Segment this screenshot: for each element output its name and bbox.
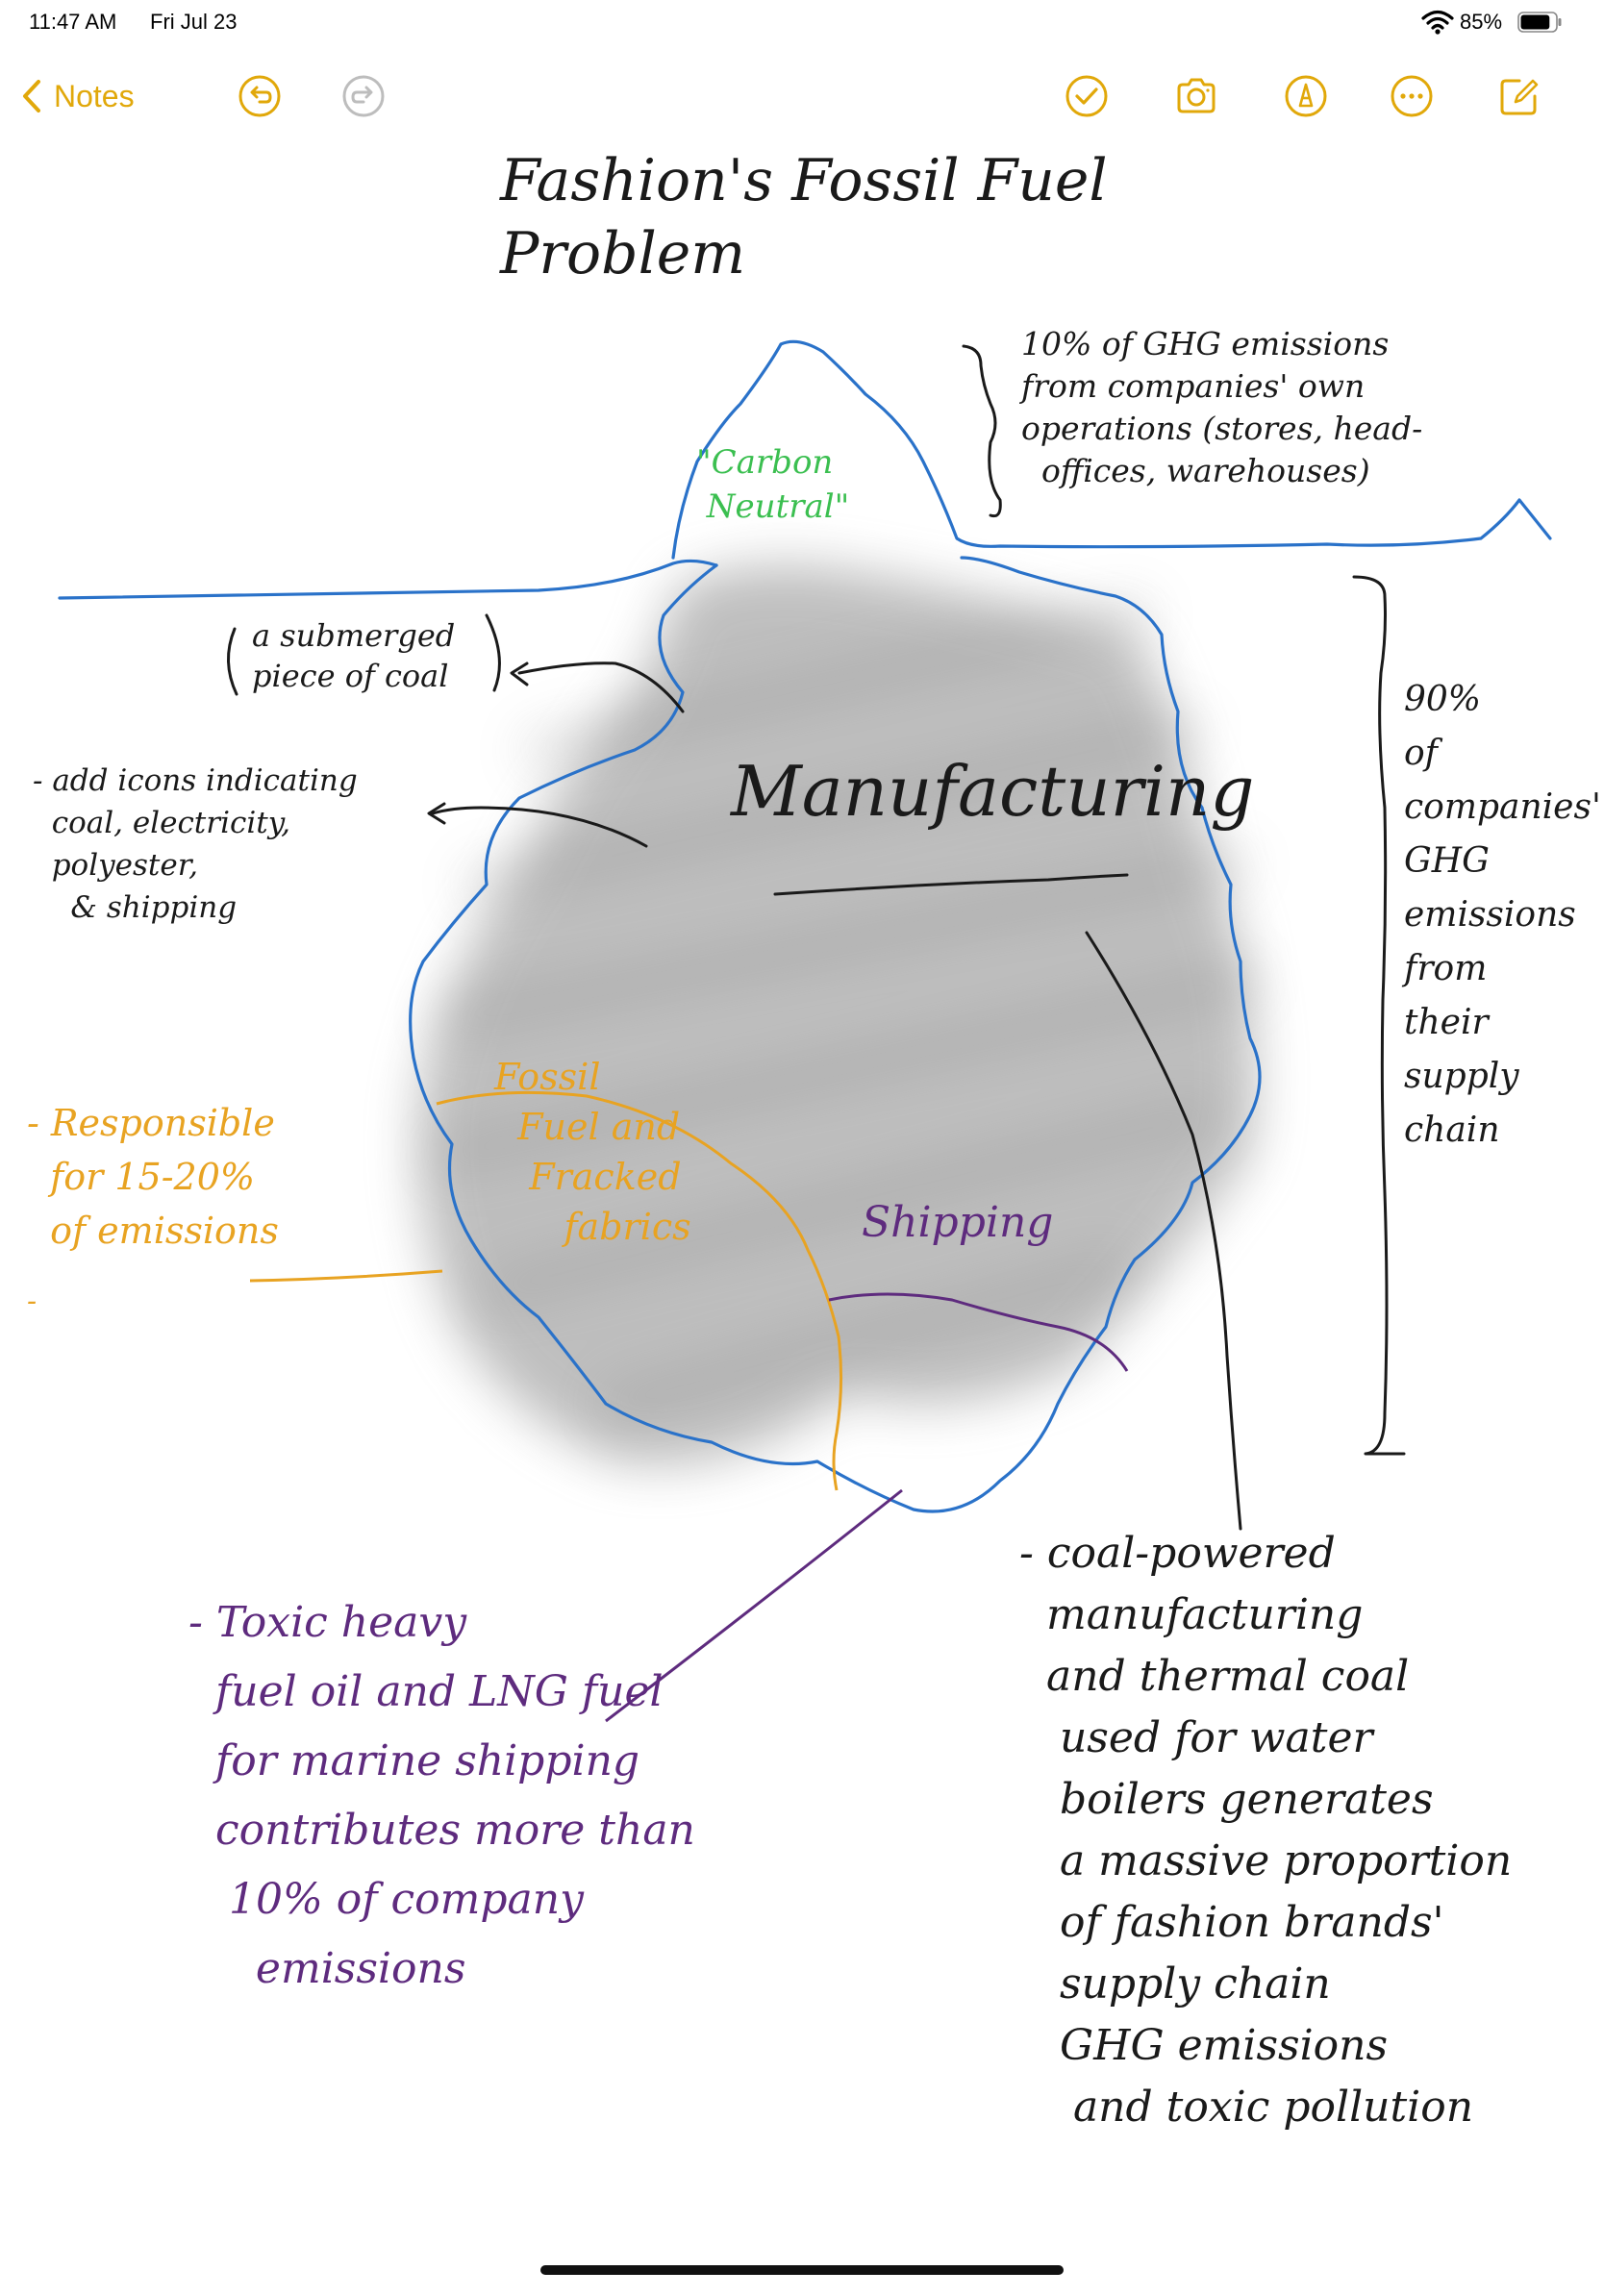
shipping-boundary bbox=[828, 1292, 1129, 1372]
back-label: Notes bbox=[54, 78, 135, 113]
home-indicator[interactable] bbox=[540, 2265, 1064, 2275]
markup-pen-icon bbox=[1285, 75, 1327, 117]
submerged-coal-label: a submerged piece of coal bbox=[252, 617, 456, 694]
more-icon bbox=[1391, 75, 1433, 117]
black-annotation-lines bbox=[226, 344, 1406, 1531]
checklist-icon bbox=[1065, 75, 1108, 117]
iceberg-outline bbox=[58, 339, 1552, 1513]
shipping-note: - Toxic heavy fuel oil and LNG fuel for … bbox=[188, 1598, 695, 1993]
chevron-left-icon bbox=[23, 80, 40, 112]
fossil-fabrics-label: Fossil Fuel and Fracked fabrics bbox=[494, 1056, 691, 1248]
status-time: 11:47 AM bbox=[29, 10, 117, 34]
redo-button[interactable] bbox=[340, 73, 387, 119]
icons-note: - add icons indicating coal, electricity… bbox=[33, 763, 358, 925]
note-title: Fashion's Fossil Fuel Problem bbox=[500, 147, 1108, 287]
compose-icon bbox=[1500, 79, 1539, 115]
undo-button[interactable] bbox=[237, 73, 283, 119]
sketch-drawing bbox=[58, 339, 1552, 1723]
coal-note: - coal-powered manufacturing and thermal… bbox=[1019, 1529, 1513, 2132]
status-bar: 11:47 AM Fri Jul 23 85% bbox=[0, 0, 1604, 46]
responsible-pointer-line bbox=[249, 1269, 443, 1283]
orange-stray-mark: - bbox=[27, 1285, 38, 1318]
fossil-fabrics-boundary bbox=[436, 1090, 843, 1491]
camera-icon bbox=[1177, 78, 1216, 113]
shading-strokes bbox=[434, 597, 1259, 1422]
shipping-pointer-line bbox=[605, 1488, 903, 1723]
battery-icon bbox=[1517, 12, 1562, 33]
camera-button[interactable] bbox=[1173, 73, 1219, 119]
redo-icon bbox=[342, 75, 385, 117]
status-date: Fri Jul 23 bbox=[150, 10, 238, 34]
responsible-annotation: - Responsible for 15-20% of emissions bbox=[27, 1102, 279, 1252]
back-to-notes-button[interactable]: Notes bbox=[21, 73, 135, 119]
toolbar: Notes bbox=[0, 67, 1604, 125]
manufacturing-label: Manufacturing bbox=[731, 751, 1255, 832]
checklist-button[interactable] bbox=[1064, 73, 1110, 119]
supply-chain-annotation: 90% of companies' GHG emissions from the… bbox=[1404, 680, 1601, 1150]
battery-percent: 85% bbox=[1460, 10, 1503, 34]
undo-icon bbox=[238, 75, 281, 117]
wifi-icon bbox=[1421, 10, 1454, 35]
more-button[interactable] bbox=[1389, 73, 1435, 119]
drawing-canvas[interactable]: Fashion's Fossil Fuel Problem "Carbon Ne… bbox=[0, 135, 1604, 2250]
compose-button[interactable] bbox=[1496, 73, 1542, 119]
shipping-label: Shipping bbox=[862, 1198, 1054, 1247]
carbon-neutral-label: "Carbon Neutral" bbox=[696, 443, 850, 526]
markup-button[interactable] bbox=[1283, 73, 1329, 119]
top-emissions-annotation: 10% of GHG emissions from companies' own… bbox=[1021, 325, 1423, 489]
